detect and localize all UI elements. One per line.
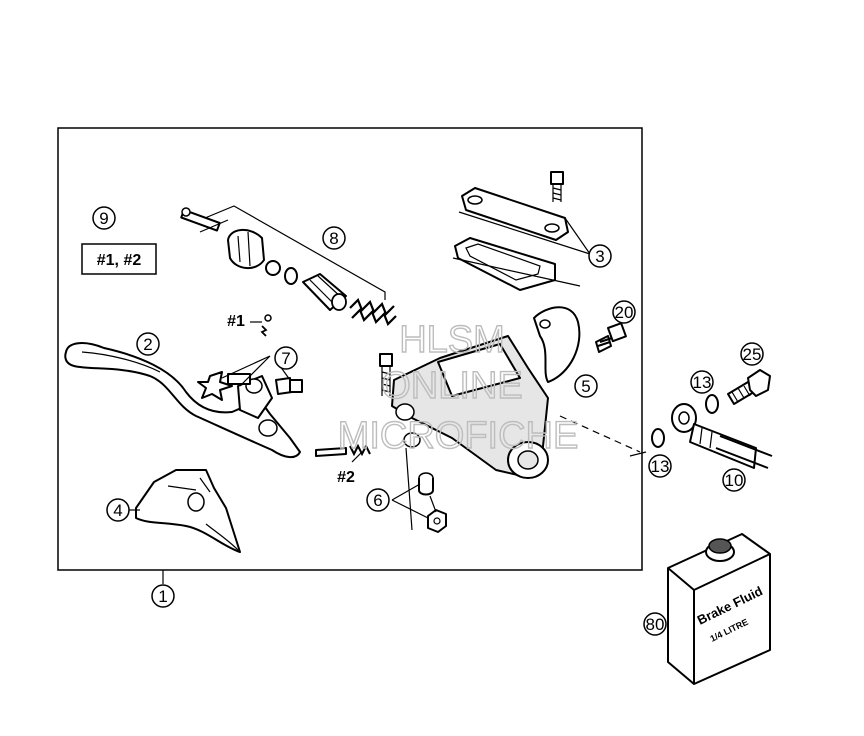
- callout-1[interactable]: 1: [151, 584, 175, 608]
- watermark: HLSM ONLINE MICROFICHE: [337, 318, 579, 457]
- callout-80[interactable]: 80: [643, 612, 667, 636]
- banjo-bolt[interactable]: [727, 369, 771, 405]
- sealing-washer-right[interactable]: [705, 394, 719, 414]
- callout-20-label: 20: [615, 303, 634, 322]
- brake-fluid-can[interactable]: Brake Fluid 1/4 LITRE: [667, 533, 771, 685]
- adjuster-bolt[interactable]: [379, 353, 393, 396]
- callout-1-label: 1: [158, 587, 167, 606]
- callout-13-right-label: 13: [693, 373, 712, 392]
- callout-4[interactable]: 4: [106, 498, 130, 522]
- callout-25-label: 25: [743, 345, 762, 364]
- watermark-line-3: MICROFICHE: [338, 415, 579, 457]
- callout-25[interactable]: 25: [740, 342, 764, 366]
- callout-13-left[interactable]: 13: [648, 454, 672, 478]
- lever-pivot-pin[interactable]: [315, 443, 371, 457]
- callout-7[interactable]: 7: [274, 346, 298, 370]
- pivot-bushing[interactable]: [418, 472, 434, 496]
- callout-4-label: 4: [113, 501, 122, 520]
- callout-13-left-label: 13: [651, 457, 670, 476]
- brake-hose[interactable]: [715, 435, 773, 469]
- assembly-frame: [57, 127, 643, 571]
- callout-8-label: 8: [329, 229, 338, 248]
- callout-3-label: 3: [595, 247, 604, 266]
- callout-13-right[interactable]: 13: [690, 370, 714, 394]
- callout-7-label: 7: [281, 349, 290, 368]
- callout-9[interactable]: 9: [92, 206, 116, 230]
- handlebar-clamp[interactable]: [533, 306, 581, 383]
- watermark-line-1: HLSM: [399, 319, 505, 361]
- watermark-line-2: ONLINE: [381, 365, 522, 407]
- callout-2[interactable]: 2: [136, 332, 160, 356]
- callout-3[interactable]: 3: [588, 244, 612, 268]
- callout-20[interactable]: 20: [612, 300, 636, 324]
- master-cylinder-body[interactable]: [391, 335, 549, 479]
- sealing-washer-left[interactable]: [651, 428, 665, 448]
- callout-6[interactable]: 6: [366, 488, 390, 512]
- reservoir-screw[interactable]: [550, 171, 564, 202]
- adjuster-screw[interactable]: [275, 377, 303, 395]
- callout-5[interactable]: 5: [574, 374, 598, 398]
- kit-label-hash1: #1: [227, 313, 245, 330]
- piston-kit[interactable]: [180, 207, 397, 326]
- kit-label-box[interactable]: #1, #2: [81, 243, 157, 275]
- callout-8[interactable]: 8: [322, 226, 346, 250]
- pivot-nut[interactable]: [427, 509, 447, 533]
- callout-5-label: 5: [581, 377, 590, 396]
- callout-6-label: 6: [373, 491, 382, 510]
- brake-lever[interactable]: [64, 342, 301, 458]
- reservoir-cover[interactable]: [461, 187, 569, 241]
- lever-guard[interactable]: [135, 469, 241, 553]
- callout-10-label: 10: [725, 471, 744, 490]
- detent-ball[interactable]: [260, 314, 272, 337]
- adjuster-knob[interactable]: [197, 371, 251, 401]
- callout-10[interactable]: 10: [722, 468, 746, 492]
- callout-9-label: 9: [99, 209, 108, 228]
- callout-2-label: 2: [143, 335, 152, 354]
- kit-label-hash2: #2: [337, 469, 355, 486]
- kit-label-text: #1, #2: [97, 252, 142, 269]
- reservoir-diaphragm[interactable]: [454, 237, 556, 291]
- callout-80-label: 80: [646, 615, 665, 634]
- clamp-bolt[interactable]: [595, 322, 627, 353]
